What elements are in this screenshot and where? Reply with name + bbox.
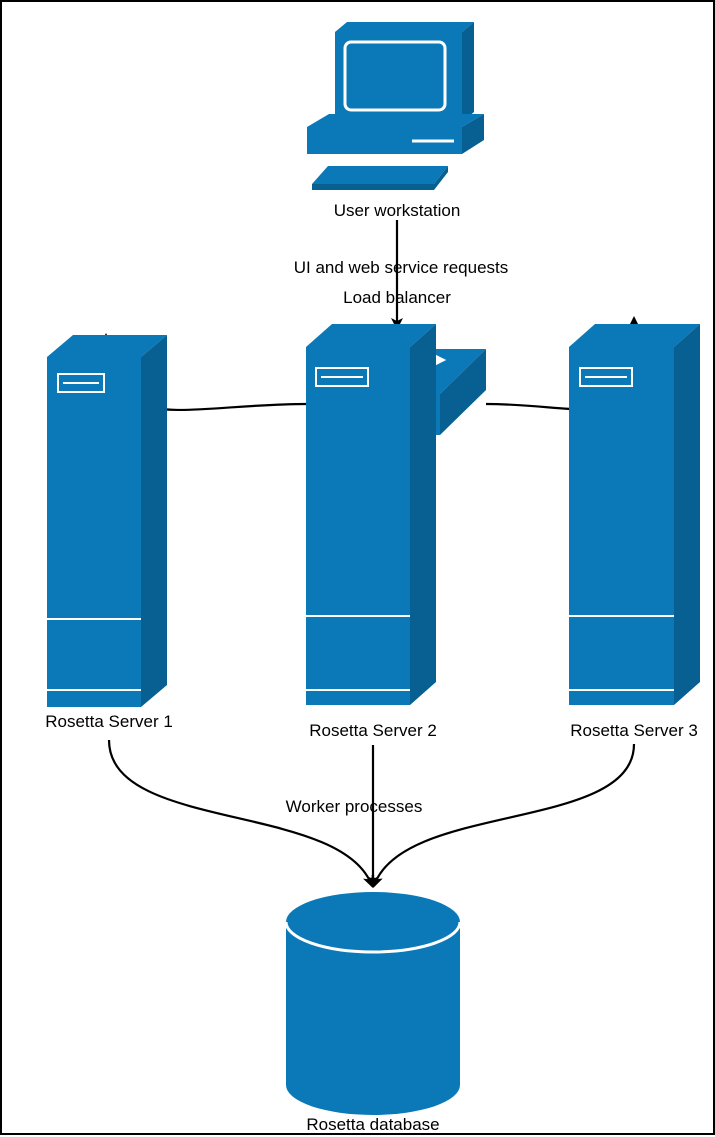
base-side	[462, 114, 484, 154]
tower-server-icon-3	[569, 324, 700, 705]
cylinder-rim	[284, 921, 462, 954]
database-cylinder-icon	[284, 892, 462, 1115]
workstation-label-bg	[314, 196, 480, 220]
server-2-label-bg	[288, 717, 460, 741]
server-1-label: Rosetta Server 1	[45, 712, 173, 731]
switch-side	[440, 349, 486, 435]
tower-server-icon-2	[306, 324, 436, 705]
worker-processes-label: Worker processes	[286, 797, 423, 816]
load-balancer-label: Load balancer	[343, 288, 451, 307]
cylinder-top	[286, 892, 460, 952]
keyboard-front	[312, 184, 434, 190]
server-1-label-bg	[26, 708, 194, 732]
monitor-side	[462, 22, 474, 122]
server-3-label-bg	[551, 717, 713, 741]
desktop-computer-icon	[307, 22, 484, 190]
server-2-label: Rosetta Server 2	[309, 721, 437, 740]
monitor-body	[335, 32, 462, 122]
monitor-screen	[343, 40, 447, 112]
edge-server-3-to-database	[371, 743, 636, 888]
edge-server-1-to-database	[107, 739, 375, 888]
server-3-label: Rosetta Server 3	[570, 721, 698, 740]
workstation-label: User workstation	[334, 201, 461, 220]
keyboard-top	[312, 166, 448, 184]
cylinder-body	[286, 922, 460, 1115]
keyboard-side	[434, 166, 448, 190]
database-label: Rosetta database	[306, 1115, 439, 1134]
monitor-top	[335, 22, 474, 32]
base-top	[307, 114, 484, 127]
tower-server-icon-1	[47, 335, 167, 707]
requests-edge-label: UI and web service requests	[294, 258, 509, 277]
